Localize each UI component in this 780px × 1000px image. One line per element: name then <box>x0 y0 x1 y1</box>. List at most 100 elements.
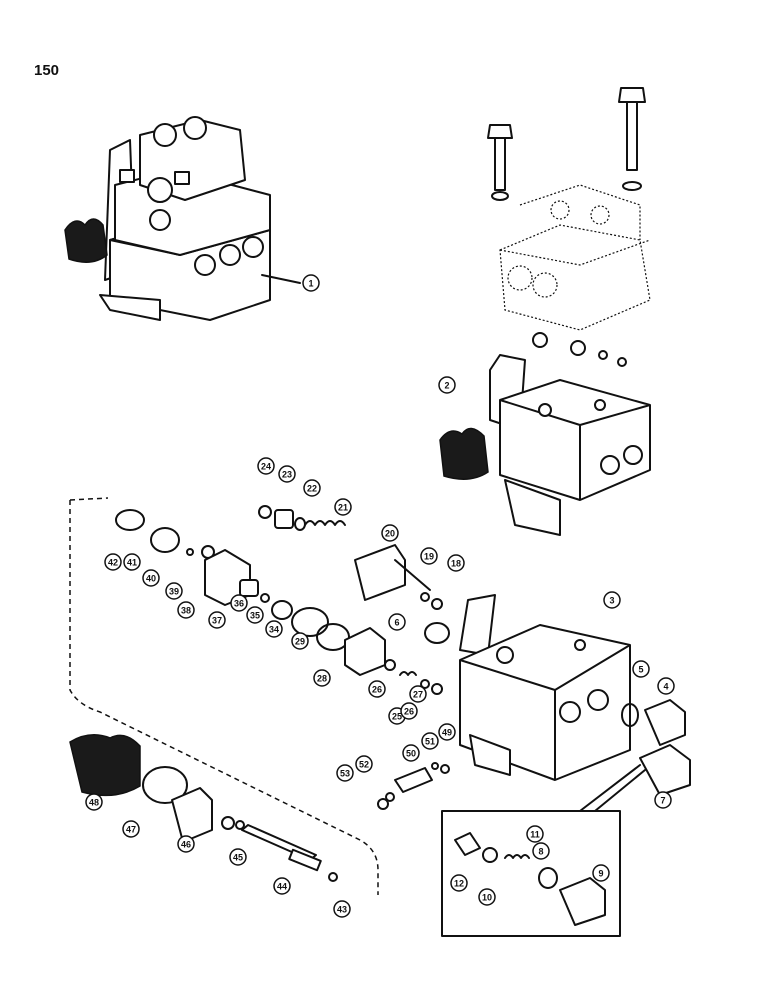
callout-number: 37 <box>212 616 222 626</box>
callout-29: 29 <box>291 632 309 650</box>
callout-number: 46 <box>181 840 191 850</box>
callout-number: 48 <box>89 798 99 808</box>
callout-number: 11 <box>530 830 540 840</box>
callout-28: 28 <box>313 669 331 687</box>
callout-26: 26 <box>400 702 418 720</box>
callout-49: 49 <box>438 723 456 741</box>
callout-44: 44 <box>273 877 291 895</box>
callout-19: 19 <box>420 547 438 565</box>
callout-number: 38 <box>181 606 191 616</box>
callout-24: 24 <box>257 457 275 475</box>
callout-number: 3 <box>609 596 614 606</box>
callout-8: 8 <box>532 842 550 860</box>
valve-body-2 <box>439 354 651 536</box>
callout-number: 26 <box>372 685 382 695</box>
callout-number: 28 <box>317 674 327 684</box>
callout-number: 12 <box>454 879 464 889</box>
callout-46: 46 <box>177 835 195 853</box>
callout-3: 3 <box>603 591 621 609</box>
valve-body-3 <box>459 594 631 781</box>
callout-1: 1 <box>302 274 320 292</box>
callout-42: 42 <box>104 553 122 571</box>
dashed-outline-top <box>69 497 109 501</box>
callout-number: 51 <box>425 737 435 747</box>
boot-and-spool <box>69 734 338 882</box>
detail-inset <box>441 764 646 937</box>
dashed-group-outline <box>69 500 379 895</box>
callout-36: 36 <box>230 594 248 612</box>
callout-number: 42 <box>108 558 118 568</box>
callout-number: 40 <box>146 574 156 584</box>
callout-38: 38 <box>177 601 195 619</box>
callout-number: 19 <box>424 552 434 562</box>
callout-number: 47 <box>126 825 136 835</box>
callout-5: 5 <box>632 660 650 678</box>
callout-number: 24 <box>261 462 271 472</box>
callout-number: 35 <box>250 611 260 621</box>
callout-52: 52 <box>355 755 373 773</box>
callout-53: 53 <box>336 764 354 782</box>
callout-37: 37 <box>208 611 226 629</box>
callout-number: 10 <box>482 893 492 903</box>
callout-27: 27 <box>409 685 427 703</box>
callout-40: 40 <box>142 569 160 587</box>
callout-26: 26 <box>368 680 386 698</box>
callout-number: 36 <box>234 599 244 609</box>
callout-number: 5 <box>638 665 643 675</box>
callout-number: 8 <box>538 847 543 857</box>
valve-assembly-1 <box>64 116 301 321</box>
callout-34: 34 <box>265 620 283 638</box>
callout-12: 12 <box>450 874 468 892</box>
callout-7: 7 <box>654 791 672 809</box>
callout-43: 43 <box>333 900 351 918</box>
callout-number: 34 <box>269 625 279 635</box>
callout-number: 1 <box>308 279 313 289</box>
callout-51: 51 <box>421 732 439 750</box>
callout-50: 50 <box>402 744 420 762</box>
callout-number: 41 <box>127 558 137 568</box>
callout-number: 21 <box>338 503 348 513</box>
callout-11: 11 <box>526 825 544 843</box>
callout-48: 48 <box>85 793 103 811</box>
callout-number: 39 <box>169 587 179 597</box>
callout-39: 39 <box>165 582 183 600</box>
callout-2: 2 <box>438 376 456 394</box>
callout-number: 6 <box>394 618 399 628</box>
callout-41: 41 <box>123 553 141 571</box>
callout-21: 21 <box>334 498 352 516</box>
callout-number: 44 <box>277 882 287 892</box>
callout-number: 9 <box>598 869 603 879</box>
callout-number: 43 <box>337 905 347 915</box>
callout-number: 2 <box>444 381 449 391</box>
callout-labels: 1234567891011121819202122232425262627282… <box>85 274 675 918</box>
callout-number: 27 <box>413 690 423 700</box>
callout-47: 47 <box>122 820 140 838</box>
callout-18: 18 <box>447 554 465 572</box>
callout-23: 23 <box>278 465 296 483</box>
callout-45: 45 <box>229 848 247 866</box>
callout-number: 26 <box>404 707 414 717</box>
callout-number: 25 <box>392 712 402 722</box>
callout-number: 20 <box>385 529 395 539</box>
callout-number: 50 <box>406 749 416 759</box>
callout-number: 29 <box>295 637 305 647</box>
phantom-housing <box>487 87 651 367</box>
callout-number: 23 <box>282 470 292 480</box>
callout-4: 4 <box>657 677 675 695</box>
callout-6: 6 <box>388 613 406 631</box>
callout-number: 49 <box>442 728 452 738</box>
callout-22: 22 <box>303 479 321 497</box>
right-side-fittings <box>621 699 691 796</box>
spool-stack-parts <box>115 505 450 810</box>
callout-number: 22 <box>307 484 317 494</box>
callout-number: 53 <box>340 769 350 779</box>
callout-number: 45 <box>233 853 243 863</box>
callout-20: 20 <box>381 524 399 542</box>
callout-number: 18 <box>451 559 461 569</box>
callout-number: 52 <box>359 760 369 770</box>
callout-number: 4 <box>663 682 668 692</box>
callout-35: 35 <box>246 606 264 624</box>
callout-number: 7 <box>660 796 665 806</box>
callout-9: 9 <box>592 864 610 882</box>
